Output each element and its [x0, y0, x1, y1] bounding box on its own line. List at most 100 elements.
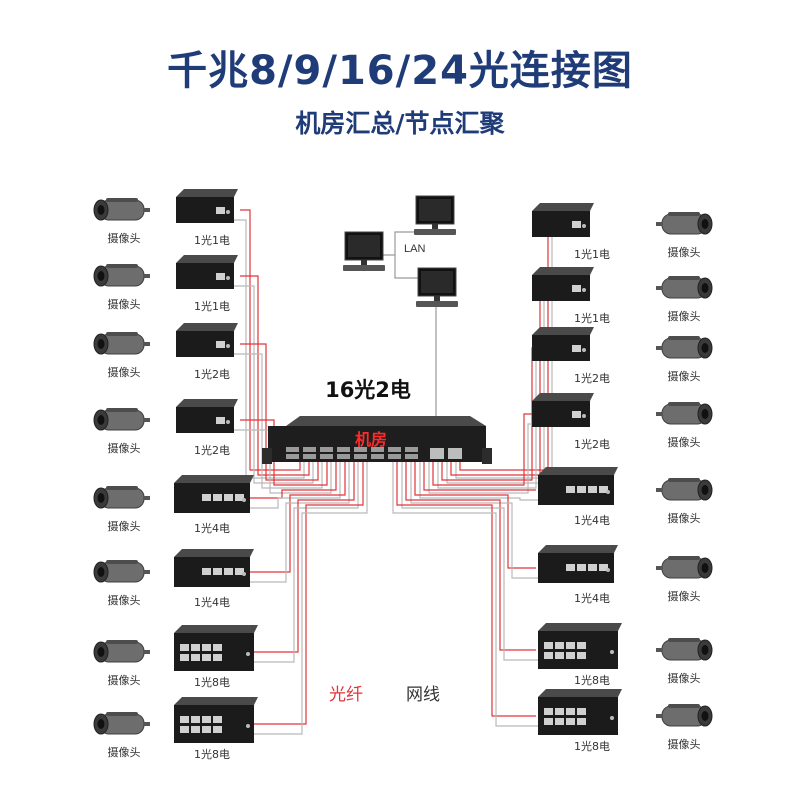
fiber-line-right-7: [405, 462, 536, 651]
camera-label: 摄像头: [668, 309, 701, 323]
wiring-layer: [232, 209, 553, 735]
camera-icon: [656, 704, 713, 727]
converter-label: 1光1电: [574, 311, 610, 325]
right-column: 摄像头1光1电摄像头1光1电摄像头1光2电摄像头1光2电摄像头1光4电摄像头1光…: [532, 203, 713, 753]
camera-label: 摄像头: [108, 673, 141, 687]
fiber-line-left-1: [240, 209, 301, 471]
media-converter-icon: [538, 623, 622, 669]
camera-label: 摄像头: [108, 365, 141, 379]
lan-label: LAN: [404, 243, 425, 255]
converter-label: 1光4电: [194, 521, 230, 535]
media-converter-icon: [532, 267, 594, 301]
converter-label: 1光2电: [194, 367, 230, 381]
converter-label: 1光8电: [574, 739, 610, 753]
converter-label: 1光8电: [194, 747, 230, 761]
camera-icon: [656, 212, 713, 235]
fiber-port: [303, 447, 316, 452]
camera-label: 摄像头: [668, 435, 701, 449]
camera-icon: [93, 486, 150, 509]
camera-label: 摄像头: [108, 519, 141, 533]
media-converter-icon: [176, 255, 238, 289]
converter-label: 1光4电: [574, 513, 610, 527]
media-converter-icon: [174, 625, 258, 671]
camera-label: 摄像头: [108, 441, 141, 455]
camera-icon: [93, 198, 150, 221]
network-line-left-8: [232, 462, 368, 735]
machine-room-label: 机房: [355, 430, 387, 449]
computer-icon: [416, 267, 458, 307]
converter-label: 1光2电: [574, 371, 610, 385]
camera-icon: [93, 408, 150, 431]
fiber-port: [371, 454, 384, 459]
fiber-port: [320, 454, 333, 459]
camera-icon: [656, 638, 713, 661]
fiber-line-right-8: [396, 462, 536, 717]
media-converter-icon: [538, 689, 622, 735]
diagram-subtitle: 机房汇总/节点汇聚: [295, 109, 505, 138]
network-line-left-4: [232, 429, 332, 494]
media-converter-icon: [538, 467, 618, 505]
fiber-port: [405, 454, 418, 459]
media-converter-icon: [174, 697, 258, 743]
fiber-port: [303, 454, 316, 459]
fiber-port: [320, 447, 333, 452]
lan-link-line-2: [394, 255, 418, 279]
fiber-line-left-4: [240, 419, 328, 486]
fiber-port: [354, 454, 367, 459]
camera-icon: [656, 556, 713, 579]
camera-icon: [93, 712, 150, 735]
rack-ear-right: [482, 448, 492, 464]
camera-icon: [93, 560, 150, 583]
camera-label: 摄像头: [668, 589, 701, 603]
legend-fiber: 光纤: [329, 685, 363, 705]
converter-label: 1光8电: [194, 675, 230, 689]
fiber-port: [286, 447, 299, 452]
camera-label: 摄像头: [668, 245, 701, 259]
rack-ear-left: [262, 448, 272, 464]
media-converter-icon: [174, 549, 254, 587]
fiber-line-left-2: [240, 275, 310, 476]
fiber-port: [337, 454, 350, 459]
media-converter-icon: [176, 189, 238, 223]
camera-icon: [656, 276, 713, 299]
camera-icon: [656, 336, 713, 359]
ethernet-port: [430, 448, 444, 459]
fiber-port: [405, 447, 418, 452]
network-line-right-6: [410, 462, 540, 579]
camera-label: 摄像头: [108, 745, 141, 759]
fiber-line-left-7: [240, 462, 355, 653]
fiber-port: [388, 454, 401, 459]
camera-label: 摄像头: [668, 671, 701, 685]
network-line-left-2: [232, 285, 314, 484]
network-line-right-7: [401, 462, 540, 661]
network-line-left-5: [232, 462, 341, 509]
camera-icon: [93, 264, 150, 287]
media-converter-icon: [176, 323, 238, 357]
central-switch: [262, 416, 492, 464]
camera-icon: [93, 332, 150, 355]
network-line-left-3: [232, 353, 323, 489]
camera-label: 摄像头: [108, 297, 141, 311]
fiber-line-left-3: [240, 343, 319, 481]
camera-icon: [93, 640, 150, 663]
converter-label: 1光4电: [194, 595, 230, 609]
camera-label: 摄像头: [668, 511, 701, 525]
converter-label: 1光4电: [574, 591, 610, 605]
network-line-right-8: [392, 462, 540, 727]
media-converter-icon: [174, 475, 254, 513]
converter-label: 1光8电: [574, 673, 610, 687]
camera-icon: [656, 478, 713, 501]
converter-label: 1光1电: [194, 299, 230, 313]
fiber-line-left-5: [240, 462, 337, 499]
legend: 光纤 网线: [329, 685, 440, 705]
legend-network: 网线: [406, 685, 440, 705]
computer-icon: [343, 231, 385, 271]
camera-icon: [656, 402, 713, 425]
media-converter-icon: [532, 393, 594, 427]
converter-label: 1光2电: [194, 443, 230, 457]
diagram-title: 千兆8/9/16/24光连接图: [167, 48, 633, 94]
fiber-port: [354, 447, 367, 452]
switch-ports-label: 16光2电: [325, 378, 411, 402]
media-converter-icon: [532, 203, 594, 237]
